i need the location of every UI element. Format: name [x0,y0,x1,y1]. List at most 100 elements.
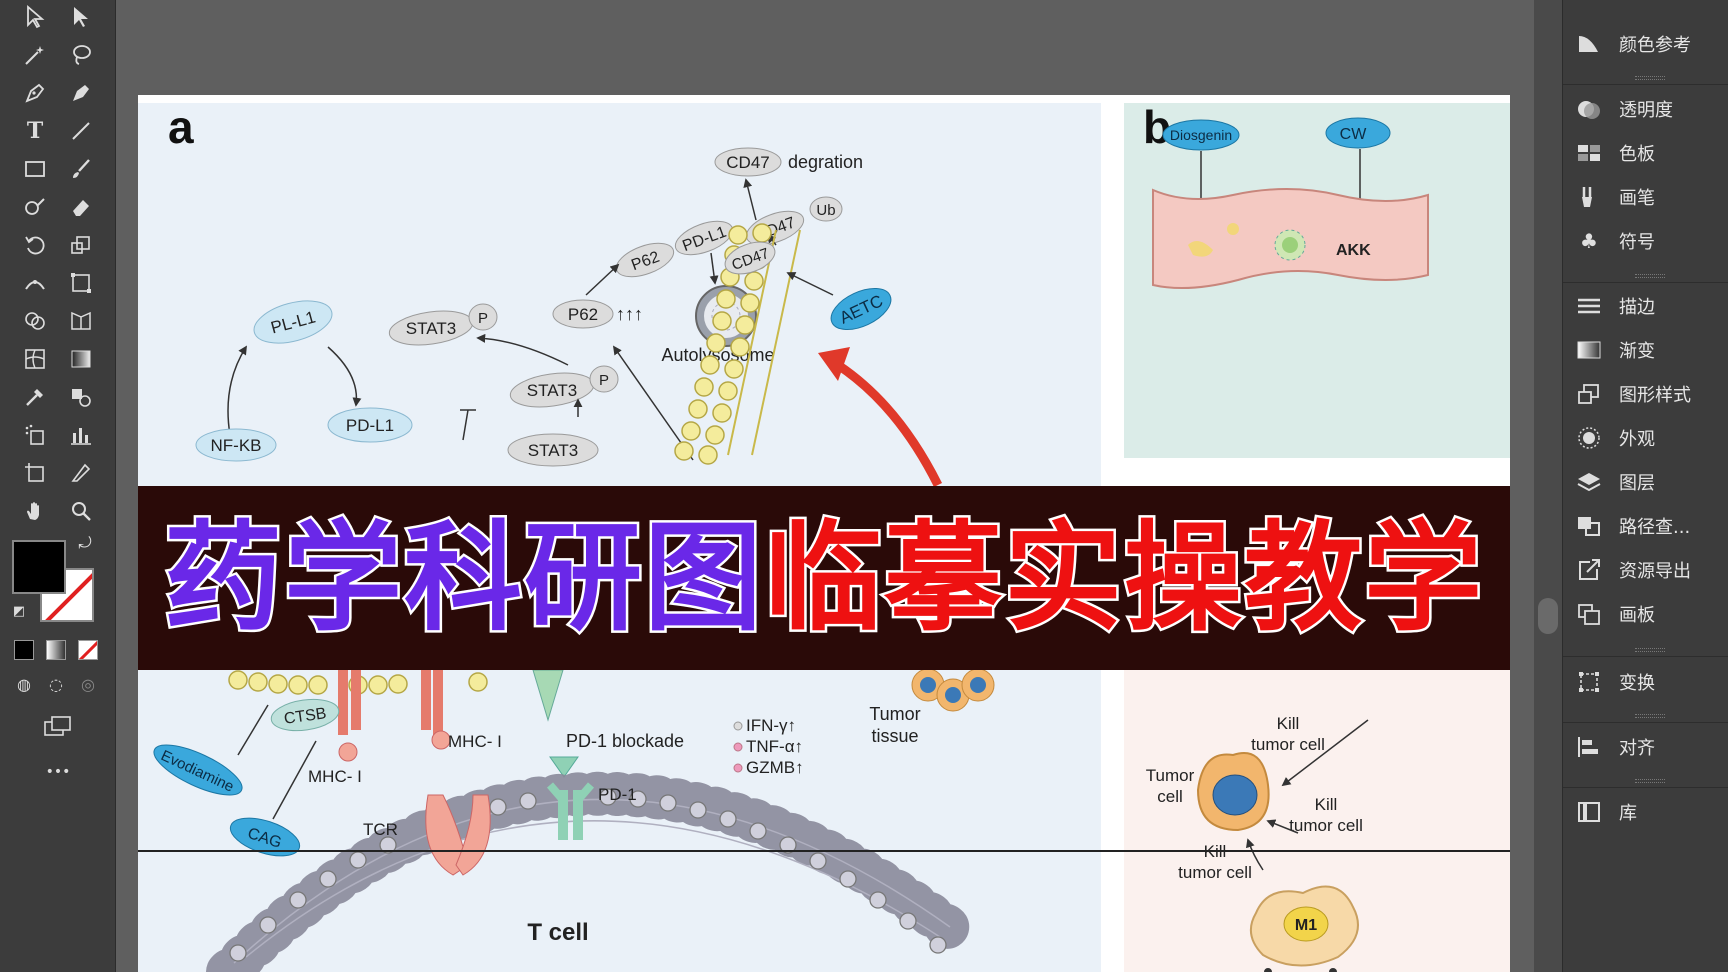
swap-colors-icon[interactable]: ⤾ [78,533,92,552]
blend-tool-icon[interactable] [64,380,98,414]
default-colors-icon[interactable]: ◩ [12,603,26,619]
panel-group-grip[interactable] [1635,648,1665,652]
panel-label-color-guide: 颜色参考 [1619,35,1691,56]
panel-label-stroke: 描边 [1619,297,1655,318]
panel-align[interactable]: 对齐 [1575,727,1725,767]
label-pd1: PD-1 [598,785,637,804]
draw-inside-icon[interactable]: ◎ [81,674,95,694]
lipid-heads [674,223,772,465]
figure-illustration: a b CD47 degration CD47 Ub P62 PD-L1 Aut… [153,101,1429,972]
panel-a-letter: a [168,101,194,153]
label-kill-2a: Kill [1315,795,1338,814]
panel-group-grip[interactable] [1635,76,1665,80]
color-mode-icon[interactable] [14,640,34,660]
panel-label-graphic-styles: 图形样式 [1619,385,1691,406]
selection-tool-icon[interactable] [18,0,52,34]
direct-selection-tool-icon[interactable] [64,0,98,34]
panel-artboards[interactable]: 画板 [1575,594,1725,634]
scale-tool-icon[interactable] [64,228,98,262]
eraser-tool-icon[interactable] [64,190,98,224]
panel-transform[interactable]: 变换 [1575,662,1725,702]
type-tool-icon[interactable]: T [26,118,44,144]
screen-mode-icon[interactable] [40,710,76,742]
paintbrush-tool-icon[interactable] [64,152,98,186]
panel-layers[interactable]: 图层 [1575,462,1725,502]
panel-appearance[interactable]: 外观 [1575,418,1725,458]
panel-gradient[interactable]: 渐变 [1575,330,1725,370]
panel-graphic-styles[interactable]: 图形样式 [1575,374,1725,414]
panel-label-asset-export: 资源导出 [1619,561,1691,582]
label-ifn: IFN-γ↑ [746,716,796,735]
panel-label-transform: 变换 [1619,673,1655,694]
pen-tool-icon[interactable] [18,76,52,110]
panel-asset-export[interactable]: 资源导出 [1575,550,1725,590]
label-gzmb: GZMB↑ [746,758,804,777]
banner-title-part1: 药学科研图 [161,509,764,647]
edit-toolbar-button[interactable]: ••• [45,764,71,780]
label-ub: Ub [816,202,835,219]
transform-icon [1575,668,1603,696]
panel-transparency[interactable]: 透明度 [1575,89,1725,129]
label-tnf: TNF-α↑ [746,737,803,756]
panel-libraries[interactable]: 库 [1575,792,1725,832]
panel-group-grip[interactable] [1635,714,1665,718]
width-tool-icon[interactable] [18,266,52,300]
symbol-sprayer-tool-icon[interactable] [18,418,52,452]
symbols-icon: ♣ [1580,229,1598,253]
shaper-tool-icon[interactable] [18,190,52,224]
magic-wand-tool-icon[interactable] [18,38,52,72]
hand-tool-icon[interactable] [18,494,52,528]
graphic-styles-icon [1575,380,1603,408]
panel-separator [1563,656,1728,657]
label-pd1-blockade: PD-1 blockade [566,731,684,751]
curvature-tool-icon[interactable] [64,76,98,110]
line-tool-icon[interactable] [64,114,98,148]
free-transform-tool-icon[interactable] [64,266,98,300]
rotate-tool-icon[interactable] [18,228,52,262]
panel-label-pathfinder: 路径查... [1619,517,1691,538]
zoom-tool-icon[interactable] [64,494,98,528]
label-diosgenin: Diosgenin [1170,127,1232,143]
rectangle-tool-icon[interactable] [18,152,52,186]
column-graph-tool-icon[interactable] [64,418,98,452]
layers-icon [1575,468,1603,496]
panel-group-grip[interactable] [1635,274,1665,278]
lasso-tool-icon[interactable] [64,38,98,72]
gradient-tool-icon[interactable] [64,342,98,376]
panel-swatches[interactable]: 色板 [1575,133,1725,173]
color-guide-icon [1575,30,1603,58]
panel-separator [1563,84,1728,85]
label-t-cell: T cell [527,919,588,946]
panel-brushes[interactable]: 画笔 [1575,177,1725,217]
panel-group-grip[interactable] [1635,779,1665,783]
panel-label-artboards: 画板 [1619,605,1655,626]
panel-dock-strip [1534,0,1562,972]
shape-builder-tool-icon[interactable] [18,304,52,338]
panel-symbols[interactable]: ♣ 符号 [1575,221,1725,261]
eyedropper-tool-icon[interactable] [18,380,52,414]
label-stat3-mid: STAT3 [527,381,577,400]
panel-color-guide[interactable]: 颜色参考 [1575,24,1725,64]
label-tumor-tissue-1: Tumor [869,704,920,724]
fill-color-swatch[interactable] [12,540,66,594]
panel-pathfinder[interactable]: 路径查... [1575,506,1725,546]
perspective-grid-tool-icon[interactable] [64,304,98,338]
draw-normal-icon[interactable]: ◍ [17,674,31,694]
artboard-tool-icon[interactable] [18,456,52,490]
none-mode-icon[interactable] [78,640,98,660]
pathfinder-icon [1575,512,1603,540]
slice-tool-icon[interactable] [64,456,98,490]
gradient-mode-icon[interactable] [46,640,66,660]
panel-label-swatches: 色板 [1619,144,1655,165]
panel-separator [1563,282,1728,283]
mesh-tool-icon[interactable] [18,342,52,376]
panel-scrollbar[interactable] [1538,598,1558,634]
panel-label-layers: 图层 [1619,473,1655,494]
panels-dock: 颜色参考 透明度 色板 画笔 ♣ 符号 [1562,0,1728,972]
stroke-color-swatch[interactable] [40,568,94,622]
tumor-cells-cluster [911,668,995,712]
panel-stroke[interactable]: 描边 [1575,286,1725,326]
brushes-icon [1575,183,1603,211]
draw-behind-icon[interactable]: ◌ [49,674,63,694]
label-kill-1a: Kill [1277,714,1300,733]
